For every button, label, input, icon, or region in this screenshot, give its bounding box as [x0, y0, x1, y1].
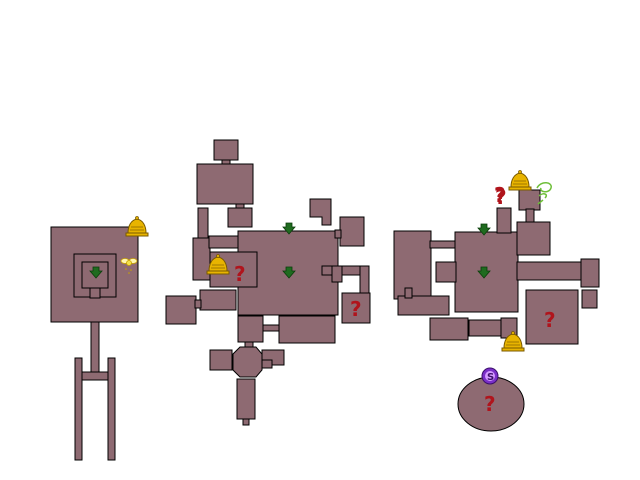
bell-icon[interactable]: [125, 216, 149, 237]
down-arrow-icon[interactable]: [282, 266, 296, 279]
center-east-corridor[interactable]: [359, 265, 370, 297]
down-arrow-icon[interactable]: [89, 266, 103, 279]
left-dungeon: [50, 226, 139, 461]
center-top-small-room[interactable]: [213, 139, 239, 161]
center-northeast-room[interactable]: [309, 198, 332, 226]
center-left-corridor[interactable]: [197, 207, 209, 239]
center-east-upper-room[interactable]: [339, 216, 365, 247]
center-west-link[interactable]: [194, 299, 202, 309]
left-corridor-stem[interactable]: [90, 321, 100, 373]
right-hall-southwest-room[interactable]: [429, 317, 469, 341]
right-far-east-stub[interactable]: [581, 289, 598, 309]
bell-markers: [125, 170, 532, 352]
center-octagon-room[interactable]: [232, 346, 263, 378]
right-hall-west-alcove[interactable]: [435, 261, 457, 283]
right-west-stub[interactable]: [404, 287, 413, 299]
arrow-markers: [89, 222, 491, 279]
center-east-sub-room[interactable]: [331, 265, 343, 283]
down-arrow-icon[interactable]: [477, 223, 491, 236]
question-mark-icon[interactable]: ?: [544, 308, 556, 332]
center-octagon-east-tail[interactable]: [261, 359, 273, 369]
svg-text:?: ?: [494, 183, 506, 207]
right-far-east-room[interactable]: [580, 258, 600, 288]
center-south-tail[interactable]: [242, 418, 250, 426]
bell-icon[interactable]: [508, 170, 532, 191]
question-mark-icon[interactable]: ?: [484, 392, 496, 416]
right-west-connector[interactable]: [429, 240, 457, 249]
center-east-link[interactable]: [334, 229, 342, 239]
question-markers: ?????: [234, 185, 556, 416]
fairy-icon[interactable]: [120, 258, 138, 274]
center-left-east-connector[interactable]: [208, 235, 240, 249]
center-upper-sub-room[interactable]: [227, 207, 253, 228]
center-dungeon: [165, 139, 371, 426]
left-corridor-right-leg[interactable]: [107, 357, 116, 461]
right-west-room[interactable]: [393, 230, 432, 300]
center-west-small-room[interactable]: [165, 295, 197, 325]
right-northeast-room[interactable]: [516, 221, 551, 256]
left-corridor-left-leg[interactable]: [74, 357, 83, 461]
center-west-lower-room[interactable]: [199, 289, 237, 311]
right-southeast-room[interactable]: [525, 289, 579, 345]
center-hall-lower-east-room[interactable]: [278, 315, 336, 344]
right-north-small-room[interactable]: [518, 189, 541, 211]
question-mark-icon[interactable]: ?: [234, 262, 246, 286]
center-east-lower-room[interactable]: [341, 292, 371, 324]
right-west-lower-room[interactable]: [397, 295, 450, 316]
right-north-pillar[interactable]: [496, 207, 512, 234]
down-arrow-icon[interactable]: [282, 222, 296, 235]
center-south-room[interactable]: [236, 378, 256, 420]
right-dungeon: [393, 189, 600, 432]
left-inner-doorway: [89, 287, 101, 299]
center-upper-room[interactable]: [196, 163, 254, 205]
down-arrow-icon[interactable]: [477, 266, 491, 279]
svg-text:S: S: [487, 372, 494, 383]
right-east-corridor[interactable]: [516, 261, 583, 281]
bell-icon[interactable]: [501, 331, 525, 352]
center-lower-link[interactable]: [262, 324, 280, 332]
right-hall-south-room[interactable]: [468, 319, 502, 337]
center-hall-lower-west-room[interactable]: [237, 315, 264, 343]
bell-icon[interactable]: [206, 254, 230, 275]
npc-icon[interactable]: ?: [494, 183, 506, 207]
creature-icon[interactable]: [536, 182, 552, 205]
portal-icon[interactable]: S: [481, 367, 499, 385]
question-mark-icon[interactable]: ?: [495, 185, 507, 209]
center-octagon-west-room[interactable]: [209, 349, 233, 371]
question-mark-icon[interactable]: ?: [350, 297, 362, 321]
right-north-connector[interactable]: [525, 208, 535, 224]
